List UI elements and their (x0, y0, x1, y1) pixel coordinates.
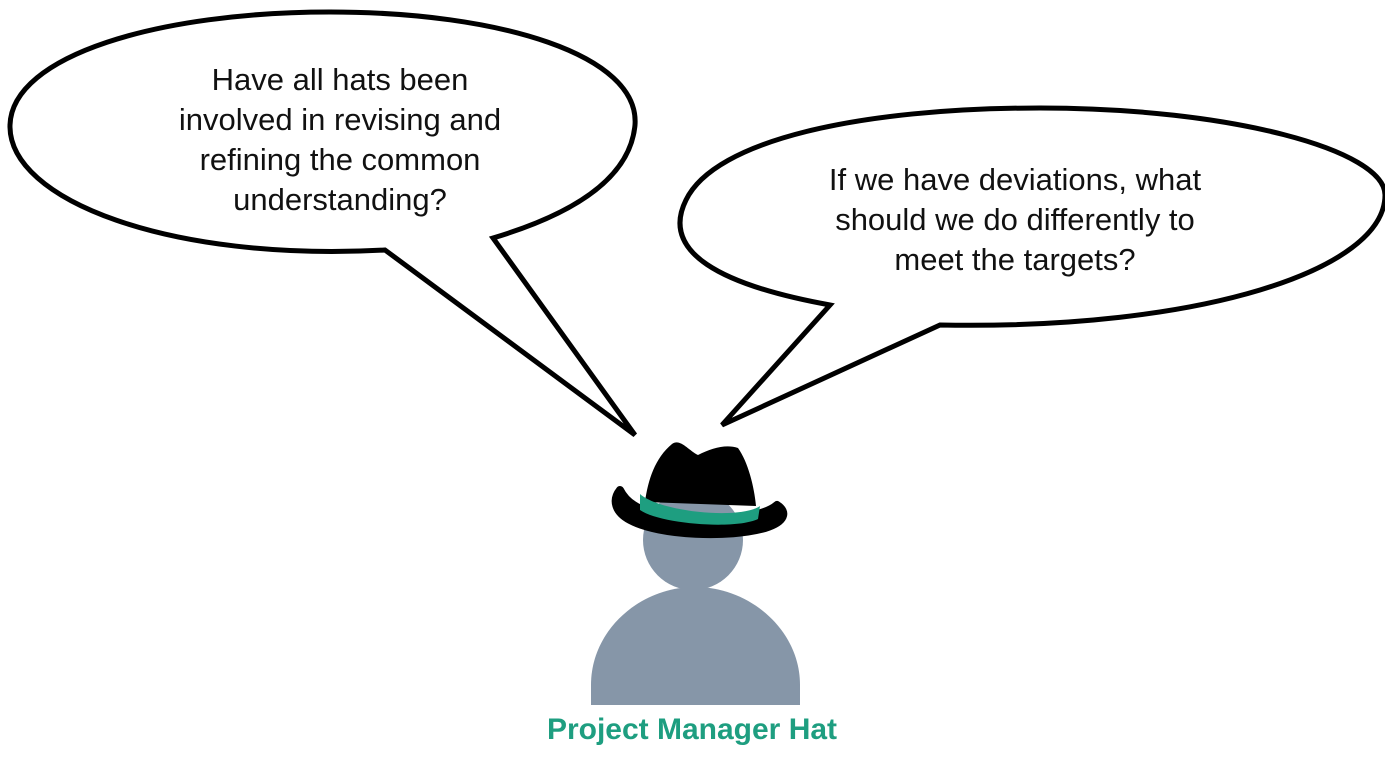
hat-crown (645, 442, 756, 506)
speech-bubble-icon (7, 9, 638, 438)
speech-bubble-icon (677, 105, 1385, 428)
hat-band (640, 494, 760, 525)
speech-bubble-right (677, 105, 1385, 428)
bubble-left-text: Have all hats been involved in revising … (178, 62, 502, 217)
bubble-right-text: If we have deviations, what should we do… (828, 162, 1202, 277)
person-silhouette-icon (591, 587, 800, 705)
fedora-hat-icon (611, 442, 788, 539)
person-caption: Project Manager Hat (546, 713, 838, 746)
speech-bubble-left (7, 9, 638, 438)
